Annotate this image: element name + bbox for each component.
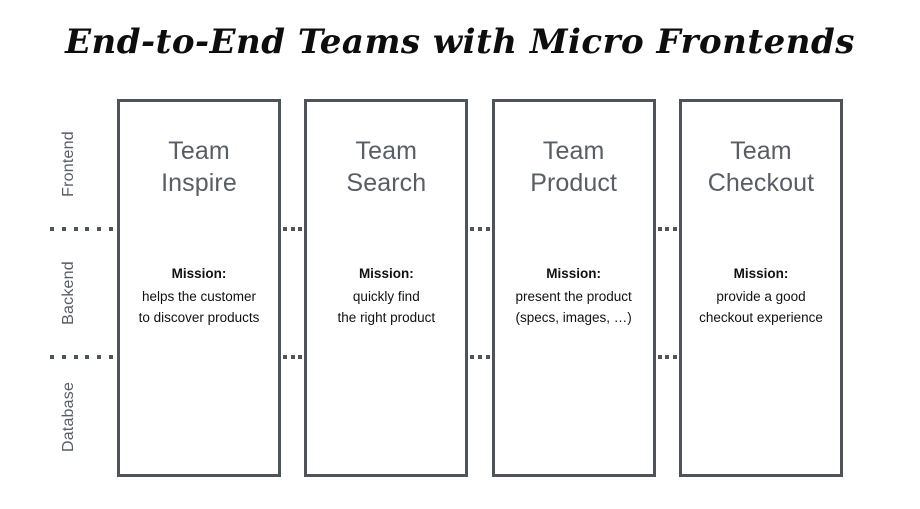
separator-dot [485,227,490,231]
team-title-inspire: Team Inspire [157,135,241,199]
separator-dot [470,227,475,231]
team-mission-product: Mission: present the product (specs, ima… [513,264,633,328]
team-mission-inspire: Mission: helps the customer to discover … [137,264,262,328]
team-frontend-section-checkout: Team Checkout [682,102,840,232]
separator-dot [85,355,90,359]
separator-dots-frontend-backend-run-3 [656,227,679,231]
mission-label: Mission: [733,266,789,282]
team-box-product[interactable]: Team Product Mission: present the produc… [491,99,656,480]
separator-dot [290,355,295,359]
axis-label-database: Database [9,357,129,477]
separator-dot [665,355,670,359]
team-frontend-section-product: Team Product [495,102,653,232]
separator-dot [61,355,66,359]
team-box-inspire[interactable]: Team Inspire Mission: helps the customer… [117,99,281,477]
team-title-line2: Search [346,169,427,197]
mission-line-2: (specs, images, …) [515,309,632,325]
separator-dot [665,227,670,231]
team-database-section-checkout [682,360,840,480]
team-title-line1: Team [168,137,230,165]
separator-dot [657,355,662,359]
team-backend-section-search: Mission: quickly find the right product [307,232,465,360]
team-database-section-search [307,360,465,480]
page-title-emphasis: Micro Frontends [529,22,855,62]
mission-line-1: provide a good [716,289,806,305]
separator-dot [282,227,287,231]
separator-dots-frontend-backend-run-2 [468,227,491,231]
separator-dot [673,227,678,231]
separator-dot [485,355,490,359]
team-title-product: Team Product [526,135,621,199]
separator-dots-frontend-backend-run-1 [281,227,304,231]
separator-dot [298,227,303,231]
separator-dot [85,227,90,231]
axis-label-frontend-text: Frontend [60,131,77,197]
mission-line-2: checkout experience [699,309,823,325]
separator-dot [73,227,78,231]
separator-dot [109,227,114,231]
axis-label-database-text: Database [60,381,77,453]
separator-dots-backend-database-run-2 [468,355,491,359]
team-box-search[interactable]: Team Search Mission: quickly find the ri… [304,99,469,480]
separator-dot [49,227,54,231]
separator-dot [477,227,482,231]
team-title-line1: Team [542,137,605,165]
separator-dot [49,355,54,359]
separator-dots-frontend-backend-run-0 [46,227,117,231]
team-backend-section-inspire: Mission: helps the customer to discover … [120,232,278,360]
axis-label-backend: Backend [5,229,133,357]
separator-dot [657,227,662,231]
team-database-section-inspire [120,360,278,480]
team-mission-search: Mission: quickly find the right product [336,264,438,328]
team-title-line1: Team [730,137,792,165]
team-title-line1: Team [355,137,418,165]
layer-axis: Frontend Backend Database [52,99,86,477]
team-frontend-section-inspire: Team Inspire [120,102,278,232]
mission-line-2: the right product [337,309,436,325]
team-backend-section-product: Mission: present the product (specs, ima… [495,232,653,360]
separator-dot [477,355,482,359]
axis-label-backend-text: Backend [60,261,77,325]
team-database-section-product [495,360,653,480]
separator-dot [73,355,78,359]
team-title-checkout: Team Checkout [704,135,818,199]
separator-dot [109,355,114,359]
separator-dots-backend-database-run-3 [656,355,679,359]
team-box-checkout[interactable]: Team Checkout Mission: provide a good ch… [678,99,843,480]
separator-dot [61,227,66,231]
separator-dot [470,355,475,359]
team-columns: Team Inspire Mission: helps the customer… [117,99,843,477]
mission-line-1: quickly find [352,289,420,305]
team-title-line2: Product [530,169,618,197]
separator-dot [97,355,102,359]
mission-label: Mission: [171,266,227,282]
separator-dot [290,227,295,231]
team-mission-checkout: Mission: provide a good checkout experie… [697,264,825,328]
separator-dots-backend-database-run-0 [46,355,117,359]
separator-dot [673,355,678,359]
mission-line-1: helps the customer [141,289,257,305]
separator-dot [282,355,287,359]
team-frontend-section-search: Team Search [307,102,465,232]
separator-dot [97,227,102,231]
axis-label-frontend: Frontend [4,99,134,229]
team-title-line2: Checkout [707,169,815,197]
mission-label: Mission: [546,266,602,282]
mission-line-2: to discover products [138,309,260,325]
page-title-lead: End-to-End Teams with [65,22,530,62]
separator-dot [298,355,303,359]
mission-line-1: present the product [515,289,632,305]
team-title-search: Team Search [342,135,430,199]
team-backend-section-checkout: Mission: provide a good checkout experie… [682,232,840,360]
team-title-line2: Inspire [161,169,237,197]
mission-label: Mission: [358,266,414,282]
page-title: End-to-End Teams with Micro Frontends [0,22,920,62]
separator-dots-backend-database-run-1 [281,355,304,359]
